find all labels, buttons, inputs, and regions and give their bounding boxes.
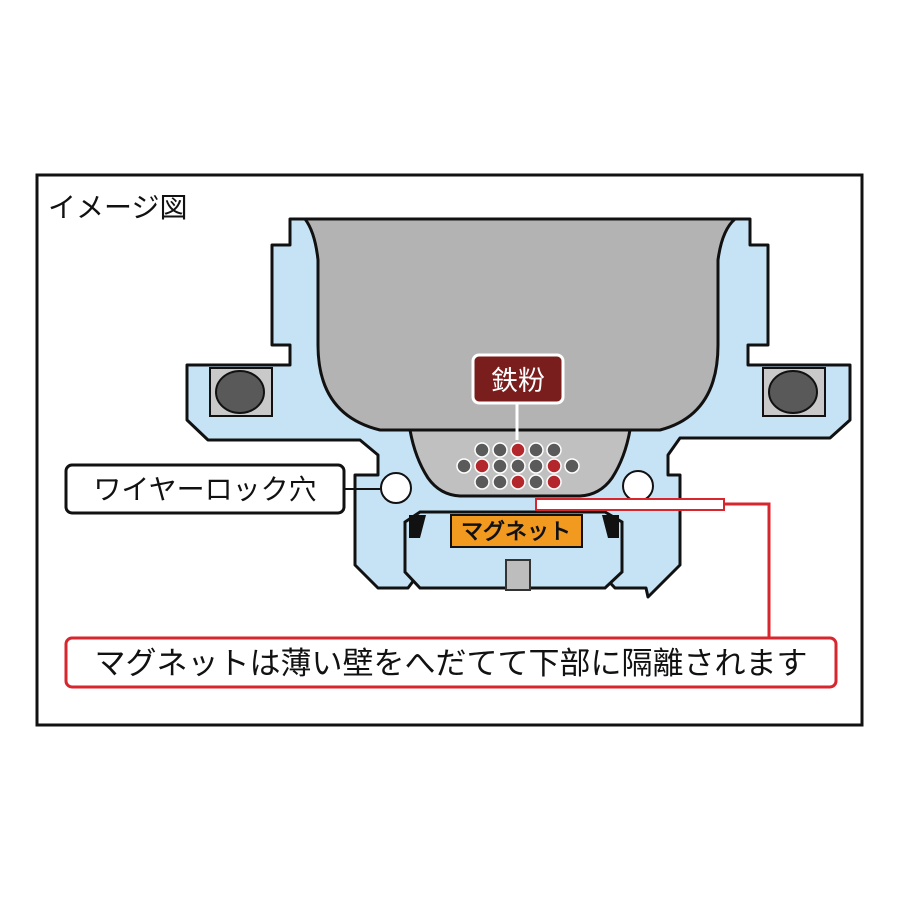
wire-lock-callout bbox=[64, 463, 346, 515]
iron-particle bbox=[474, 458, 490, 474]
drain-plug bbox=[505, 559, 531, 591]
iron-particle bbox=[492, 442, 508, 458]
iron-particle bbox=[510, 474, 526, 490]
iron-particles bbox=[456, 442, 580, 490]
iron-particle bbox=[528, 474, 544, 490]
diagram-title: イメージ図 bbox=[48, 191, 187, 224]
wire-lock-hole-right bbox=[622, 470, 654, 502]
caption-leader bbox=[724, 502, 771, 638]
iron-particle bbox=[546, 458, 562, 474]
caption-text: マグネットは薄い壁をへだてて下部に隔離されます bbox=[95, 646, 808, 682]
caption-box bbox=[64, 636, 838, 689]
bolt-left bbox=[215, 370, 265, 414]
iron-particle bbox=[510, 458, 526, 474]
bolt-right bbox=[768, 370, 818, 414]
wire-lock-hole-left bbox=[380, 472, 412, 504]
thin-wall-indicator bbox=[535, 498, 725, 511]
iron-particle bbox=[564, 458, 580, 474]
iron-particle bbox=[492, 458, 508, 474]
magnet-holder-left bbox=[409, 515, 426, 538]
iron-powder-badge bbox=[471, 353, 565, 405]
iron-particle bbox=[528, 458, 544, 474]
wire-lock-label: ワイヤーロック穴 bbox=[93, 473, 316, 506]
iron-particle bbox=[510, 442, 526, 458]
iron-particle bbox=[456, 458, 472, 474]
iron-particle bbox=[546, 474, 562, 490]
iron-particle bbox=[528, 442, 544, 458]
iron-particle bbox=[474, 442, 490, 458]
iron-particle bbox=[474, 474, 490, 490]
magnet-holder-right bbox=[602, 515, 619, 538]
iron-powder-label: 鉄粉 bbox=[491, 366, 545, 397]
iron-particle bbox=[492, 474, 508, 490]
magnet bbox=[450, 514, 583, 548]
magnet-label: マグネット bbox=[461, 519, 571, 545]
iron-particle bbox=[546, 442, 562, 458]
